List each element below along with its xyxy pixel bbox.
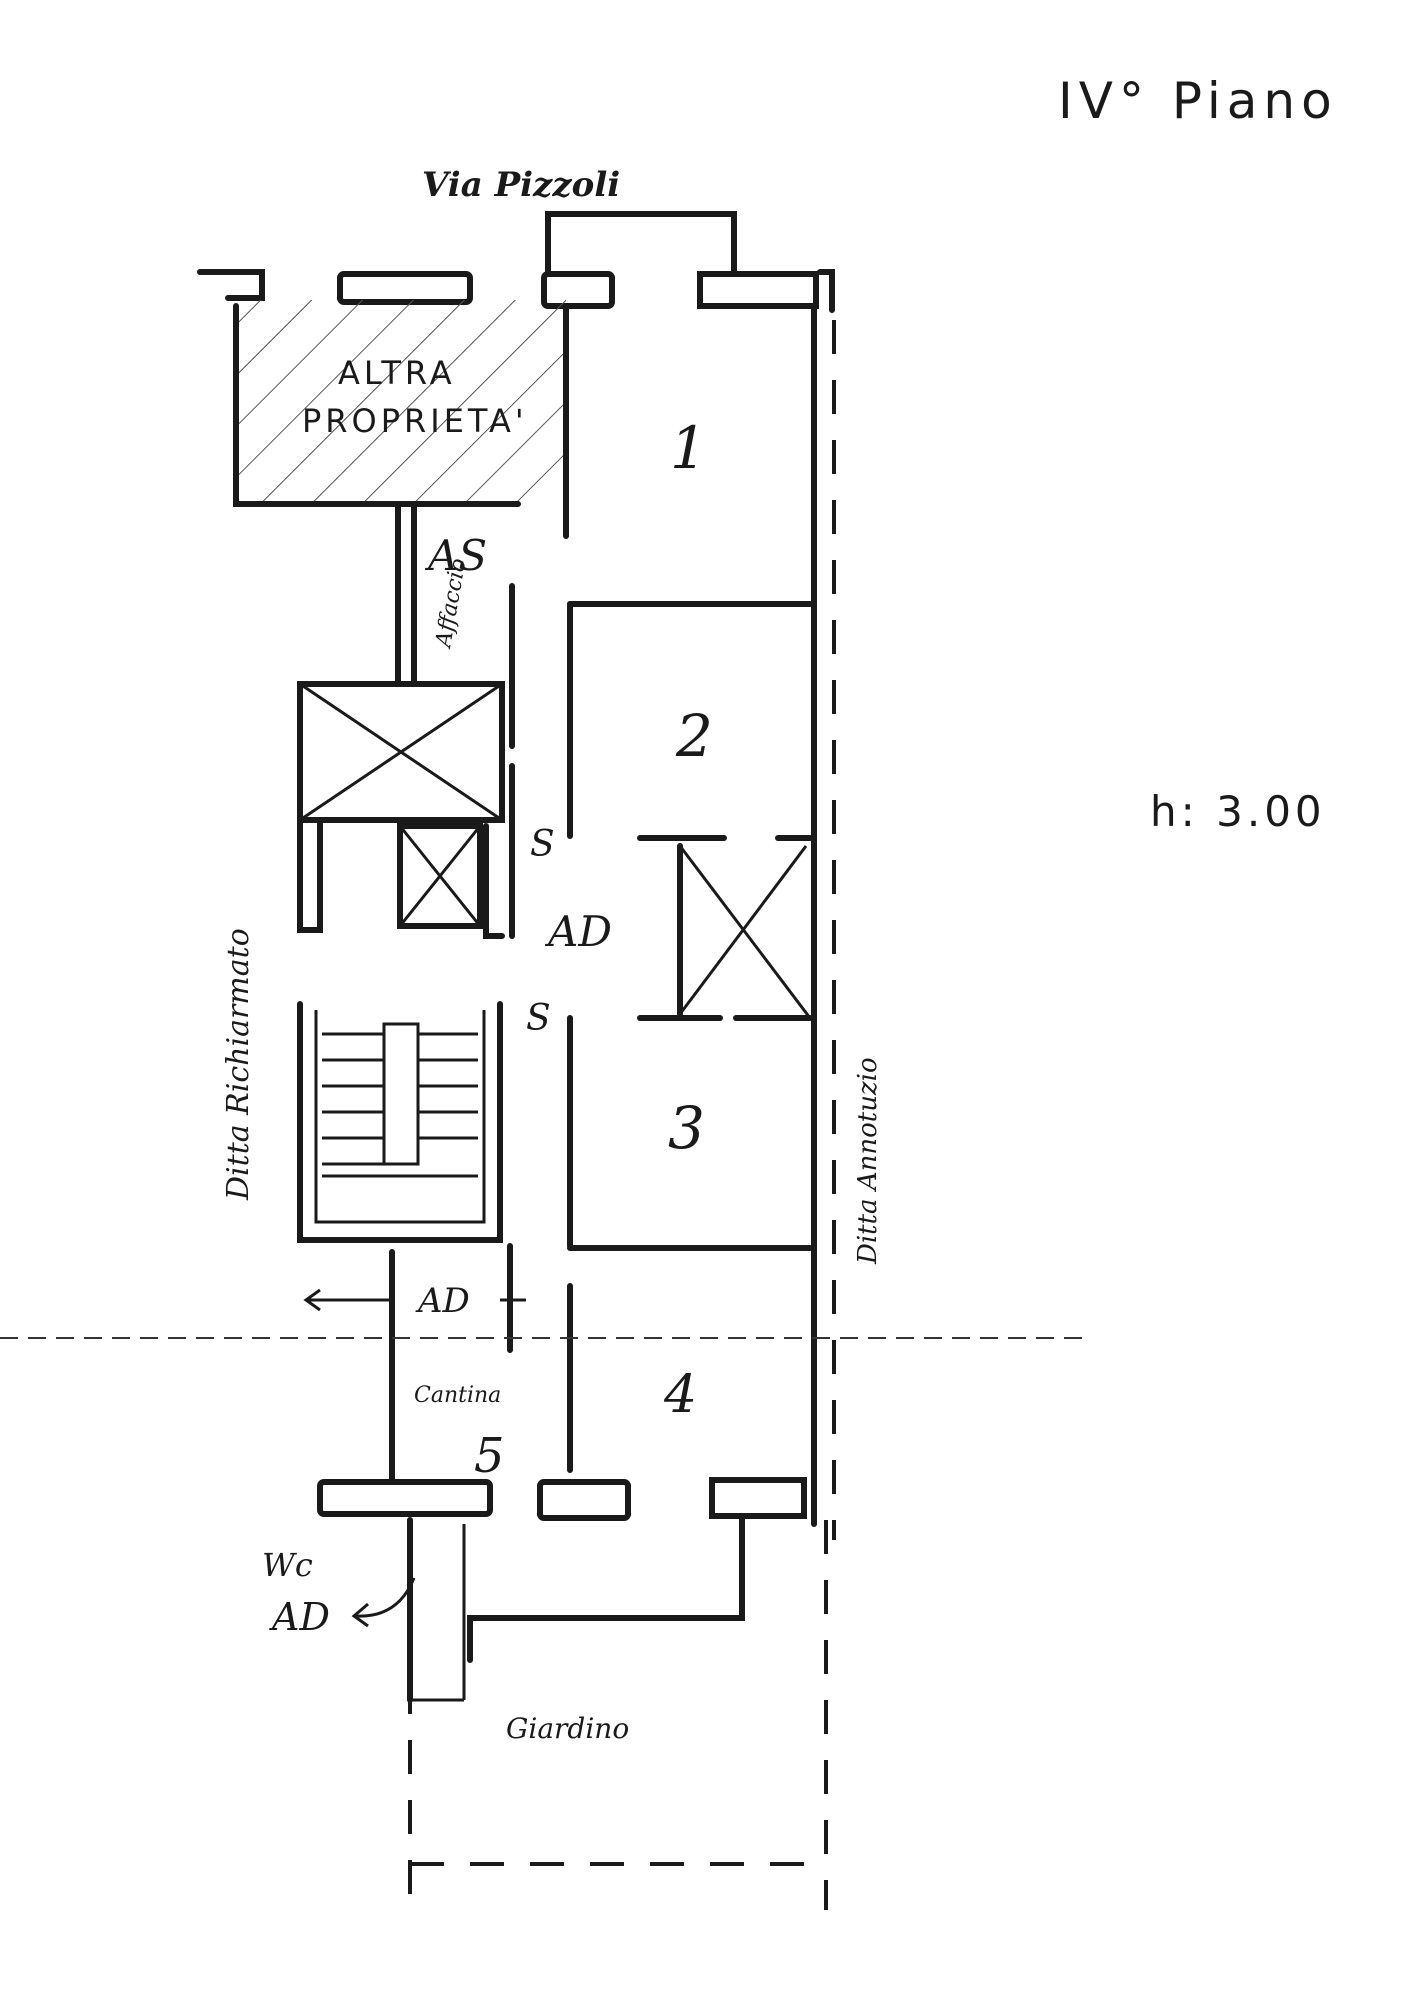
s-label-lower: S (526, 998, 551, 1039)
arrow-ad-lower (303, 1288, 526, 1312)
room-number-4: 4 (663, 1365, 697, 1425)
ad-label-middle: AD (544, 907, 612, 956)
cantina-label: Cantina (414, 1383, 501, 1408)
wc-label: Wc (262, 1546, 313, 1584)
staircase (297, 1001, 503, 1243)
street-label: Via Pizzoli (422, 165, 620, 205)
shaft-large (297, 681, 505, 823)
interior-walls (389, 501, 813, 1485)
right-neighbor-label: Ditta Annotuzio (853, 1057, 883, 1265)
bottom-balconies (317, 1477, 807, 1703)
room-number-2: 2 (675, 702, 713, 770)
top-balconies (197, 211, 819, 309)
ad-label-lower: AD (415, 1281, 470, 1321)
floor-label: IV° Piano (1058, 72, 1338, 130)
other-property-label-2: PROPRIETA' (302, 402, 528, 440)
other-property-block: ALTRA PROPRIETA' (233, 300, 569, 539)
outer-walls (408, 269, 836, 1920)
as-label: AS (424, 531, 487, 580)
room-number-5: 5 (474, 1428, 505, 1484)
shaft-right (637, 835, 813, 1021)
other-property-label-1: ALTRA (338, 354, 456, 392)
height-label: h: 3.00 (1150, 787, 1326, 836)
s-label-upper: S (530, 824, 555, 865)
room-number-3: 3 (668, 1094, 705, 1162)
left-neighbor-label: Ditta Richiarmato (221, 928, 256, 1201)
arrow-ad-wc (351, 1577, 416, 1628)
ad-label-wc: AD (269, 1595, 330, 1639)
garden-label: Giardino (506, 1712, 629, 1745)
shaft-small (297, 817, 505, 939)
room-number-1: 1 (670, 414, 707, 482)
